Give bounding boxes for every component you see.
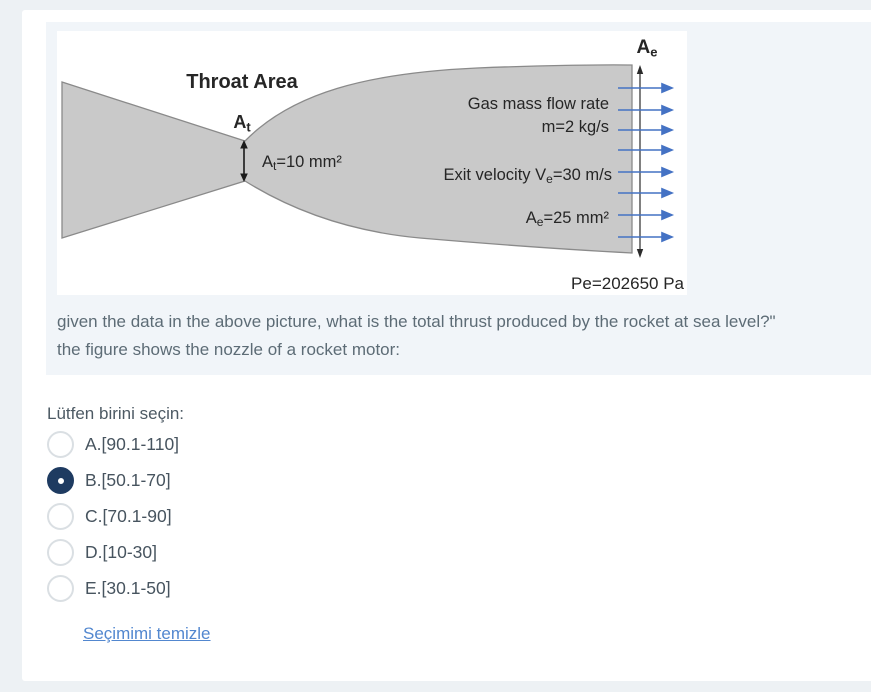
question-text-line-1: given the data in the above picture, wha… xyxy=(57,312,776,331)
clear-selection-link[interactable]: Seçimimi temizle xyxy=(83,624,211,643)
option-row-c[interactable]: C.[70.1-90] xyxy=(47,503,547,530)
option-label-e[interactable]: E.[30.1-50] xyxy=(85,578,171,598)
question-stem-panel: Throat Area At At=10 mm² Gas mass flow r… xyxy=(46,22,871,375)
exit-flow-arrows xyxy=(618,82,675,243)
exit-symbol: Ae xyxy=(637,37,658,60)
option-label-c[interactable]: C.[70.1-90] xyxy=(85,506,172,526)
radio-option-b[interactable] xyxy=(47,467,74,494)
answer-prompt: Lütfen birini seçin: xyxy=(47,404,185,423)
exit-area-label: Ae=25 mm² xyxy=(526,209,610,229)
mass-flow-label: Gas mass flow rate xyxy=(468,95,609,113)
radio-option-c[interactable] xyxy=(47,503,74,530)
answer-section: Lütfen birini seçin: A.[90.1-110] B.[50.… xyxy=(47,404,547,611)
question-text-line-2: the figure shows the nozzle of a rocket … xyxy=(57,340,401,359)
option-row-b[interactable]: B.[50.1-70] xyxy=(47,467,547,494)
throat-dimension-arrow xyxy=(240,140,248,182)
question-text: given the data in the above picture, wha… xyxy=(57,308,837,364)
option-label-d[interactable]: D.[10-30] xyxy=(85,542,157,562)
throat-symbol: At xyxy=(233,112,251,135)
mass-flow-value: m=2 kg/s xyxy=(542,118,609,136)
nozzle-figure: Throat Area At At=10 mm² Gas mass flow r… xyxy=(57,31,687,295)
throat-area-title: Throat Area xyxy=(186,71,298,93)
question-card: Throat Area At At=10 mm² Gas mass flow r… xyxy=(22,10,871,681)
radio-option-d[interactable] xyxy=(47,539,74,566)
option-label-a[interactable]: A.[90.1-110] xyxy=(85,434,180,454)
radio-dot-icon xyxy=(57,477,64,484)
option-row-d[interactable]: D.[10-30] xyxy=(47,539,547,566)
nozzle-shape xyxy=(61,64,633,254)
exit-dimension-arrow xyxy=(636,65,644,258)
throat-area-value: At=10 mm² xyxy=(262,153,342,173)
radio-option-a[interactable] xyxy=(47,431,74,458)
exit-velocity-label: Exit velocity Ve=30 m/s xyxy=(443,166,612,186)
exit-pressure-label: Pe=202650 Pa xyxy=(571,274,685,293)
nozzle-diagram: Throat Area At At=10 mm² Gas mass flow r… xyxy=(61,37,685,293)
option-row-a[interactable]: A.[90.1-110] xyxy=(47,431,547,458)
option-label-b[interactable]: B.[50.1-70] xyxy=(85,470,171,490)
radio-option-e[interactable] xyxy=(47,575,74,602)
option-row-e[interactable]: E.[30.1-50] xyxy=(47,575,547,602)
